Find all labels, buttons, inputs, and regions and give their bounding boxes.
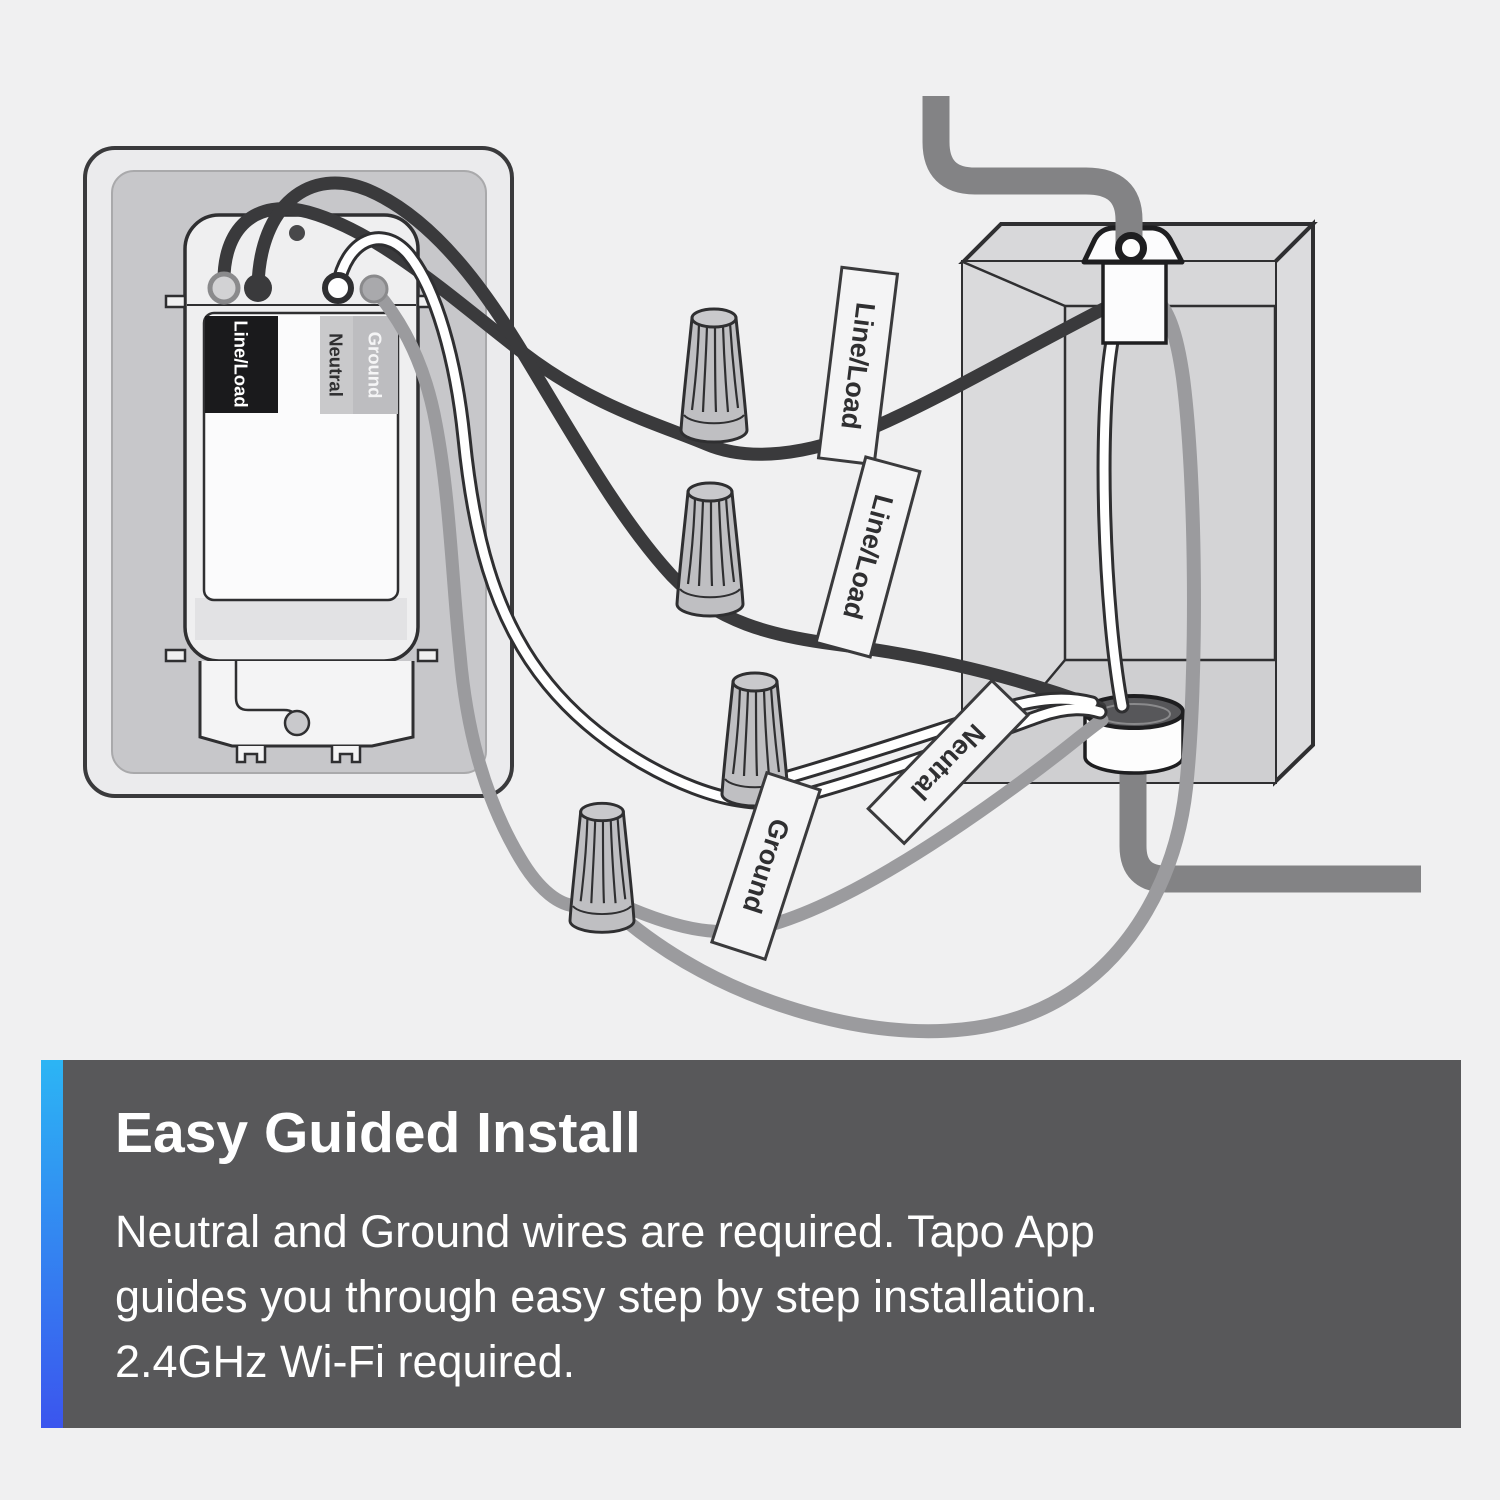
line-load-wire-2 [251,176,1107,715]
ground-terminal-text: Ground [365,332,386,399]
body-line-2: guides you through easy step by step ins… [115,1270,1099,1322]
mounting-foot [235,746,267,764]
info-panel: Easy Guided Install Neutral and Ground w… [41,1060,1461,1428]
line-load-terminal-text: Line/Load [231,320,252,407]
terminal-hole-1 [207,271,241,305]
conduit-top [922,96,1143,250]
wiring-diagram: Line/Load Neutral Ground [83,96,1421,1039]
wire-label-ground: Ground [709,770,823,962]
mounting-tab [164,648,187,663]
switch-yoke [198,661,415,748]
wire-nut-1 [679,307,749,444]
wire-nut-4 [568,801,636,934]
ground-wire-from-switch [367,282,583,913]
wire-label-line-load-2: Line/Load [814,455,922,659]
line-load-wire-1 [217,202,1122,461]
cable-bushing [1083,694,1185,775]
terminal-hole-2 [244,274,272,302]
cable-clamp-body [1101,261,1168,345]
accent-bar [41,1060,63,1428]
mounting-foot [330,746,362,764]
panel-title: Easy Guided Install [115,1101,641,1165]
terminal-hole-3 [322,272,354,304]
switch-top-notch [289,225,305,241]
switch-lower-shade [195,598,407,640]
junction-box [958,219,1318,787]
panel-body: Neutral and Ground wires are required. T… [115,1199,1098,1394]
ground-wire-arc [609,293,1201,1039]
smart-switch: Line/Load Neutral Ground [164,213,439,764]
ground-terminal-label: Ground [353,316,398,414]
mounting-tab [164,294,187,309]
clamp-screw-hole [1115,232,1147,264]
box-back-wall [1063,304,1277,662]
box-interior-left-wall [963,262,1065,782]
box-right-face [1273,219,1315,787]
terminal-hole-4 [359,274,389,304]
wire-label-line-load-1: Line/Load [816,265,900,467]
wire-nut-2 [675,481,745,618]
mounting-tab [416,648,439,663]
body-line-1: Neutral and Ground wires are required. T… [115,1205,1095,1257]
body-line-3: 2.4GHz Wi-Fi required. [115,1335,576,1387]
ground-wire-to-bushing [615,713,1109,939]
panel-content: Easy Guided Install Neutral and Ground w… [63,1060,1128,1428]
neutral-wire-inside-box [1099,331,1127,711]
yoke-screw-hole [283,709,311,737]
neutral-terminal-label: Neutral [320,316,353,414]
line-load-terminal-label: Line/Load [205,316,278,413]
neutral-terminal-text: Neutral [326,333,347,397]
